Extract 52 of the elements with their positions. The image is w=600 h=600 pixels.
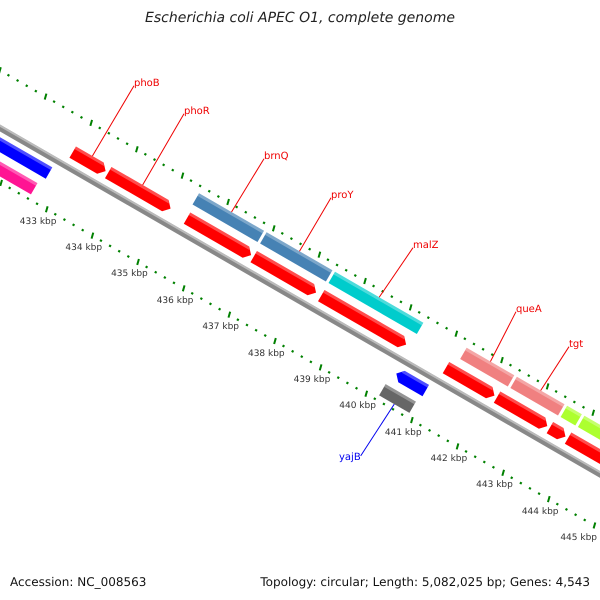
- scale-label: 433 kbp: [20, 216, 56, 227]
- leader-line: [231, 158, 264, 212]
- gene-block: [546, 422, 566, 440]
- scale-label: 440 kbp: [339, 401, 376, 412]
- leader-line: [360, 404, 395, 456]
- leader-line: [540, 346, 570, 391]
- gene-bar: [260, 232, 332, 282]
- gene-bar: [560, 406, 582, 426]
- diagram-title: Escherichia coli APEC O1, complete genome: [144, 10, 456, 26]
- scale-label: 445 kbp: [560, 532, 597, 543]
- gene-name: queA: [516, 304, 542, 315]
- gene-name: brnQ: [264, 151, 288, 162]
- scale-label: 439 kbp: [294, 374, 330, 385]
- leader-line: [92, 85, 134, 156]
- gene-name: yajB: [339, 452, 361, 463]
- gene-block: [104, 166, 171, 212]
- gene-block: [318, 290, 406, 348]
- gene-bar: [460, 348, 514, 387]
- gene-block: [250, 250, 316, 296]
- gene-name: phoR: [184, 106, 210, 117]
- gene-bar: [510, 376, 564, 416]
- gene-bar: [0, 137, 52, 179]
- gene-name: proY: [331, 190, 354, 201]
- scale-label: 442 kbp: [430, 454, 468, 464]
- gene-name: malZ: [413, 240, 438, 251]
- gene-bar: [328, 272, 424, 334]
- gene-block: [494, 391, 548, 429]
- leader-line: [490, 311, 516, 362]
- gene-name: tgt: [569, 339, 584, 350]
- gene-bar: [192, 193, 264, 242]
- gene-bar: [379, 384, 416, 413]
- gene-name: phoB: [134, 78, 160, 89]
- leader-line: [299, 197, 332, 252]
- scale-label: 435 kbp: [111, 269, 148, 280]
- gene-block: [442, 362, 494, 398]
- scale-label: 444 kbp: [522, 506, 558, 517]
- gene-bar: [0, 162, 38, 194]
- scale-label: 437 kbp: [202, 322, 240, 332]
- accession-note: Accession: NC_008563: [10, 575, 146, 589]
- scale-label: 434 kbp: [65, 243, 102, 254]
- leader-line: [142, 113, 184, 186]
- scale-label: 443 kbp: [476, 480, 513, 490]
- leader-line: [378, 247, 414, 298]
- gene-bar: [578, 416, 600, 440]
- gene-block: [564, 432, 600, 464]
- scale-label: 441 kbp: [384, 428, 422, 438]
- gene-block: [69, 146, 106, 174]
- gene-block: [396, 370, 429, 396]
- scale-label: 436 kbp: [156, 296, 194, 306]
- scale-label: 438 kbp: [248, 348, 285, 358]
- gene-block: [184, 212, 252, 258]
- genome-summary: Topology: circular; Length: 5,082,025 bp; Genes: 4,543: [260, 575, 590, 589]
